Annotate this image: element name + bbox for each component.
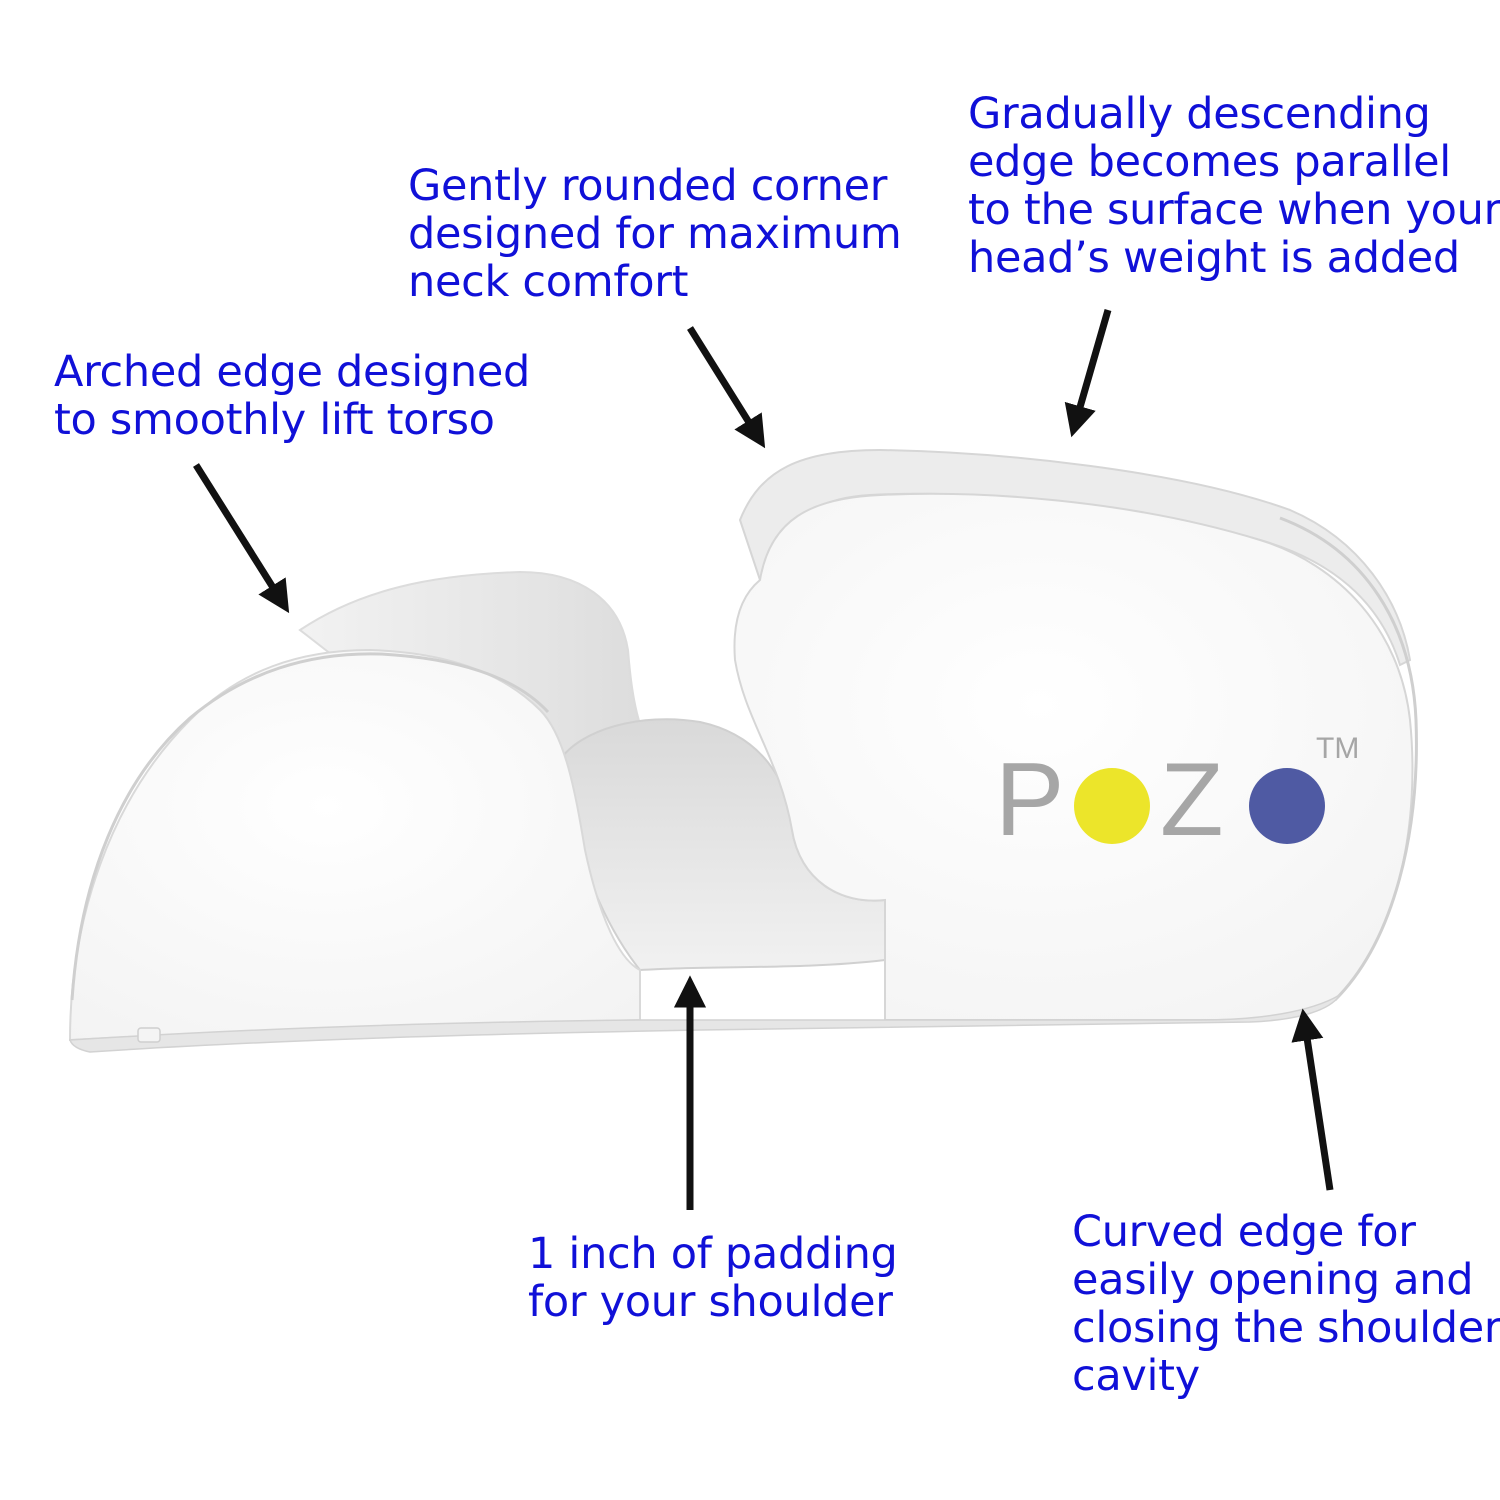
arrow-descending-edge (1064, 309, 1112, 438)
callout-curved-edge: Curved edge for easily opening and closi… (1072, 1208, 1500, 1400)
callout-line: closing the shoulder (1072, 1303, 1500, 1353)
callout-line: 1 inch of padding (528, 1229, 898, 1279)
callout-line: Curved edge for (1072, 1207, 1416, 1257)
arrows (193, 309, 1334, 1210)
callout-line: Gently rounded corner (408, 161, 888, 211)
callout-line: cavity (1072, 1351, 1200, 1401)
callout-line: head’s weight is added (968, 233, 1460, 283)
pillow-base (68, 994, 1341, 1053)
callout-line: for your shoulder (528, 1277, 893, 1327)
callout-line: neck comfort (408, 257, 689, 307)
callout-line: easily opening and (1072, 1255, 1474, 1305)
callout-neck-corner: Gently rounded corner designed for maxim… (408, 162, 902, 306)
arrow-arched-edge (193, 463, 290, 614)
logo-yellow-dot (1074, 768, 1150, 844)
logo-trademark: TM (1316, 732, 1359, 765)
pillow-right-piping (1279, 516, 1418, 1002)
arrow-curved-edge (1291, 1008, 1334, 1191)
pillow (68, 448, 1418, 1053)
callout-arched-edge: Arched edge designed to smoothly lift to… (54, 348, 530, 444)
logo-blue-dot (1249, 768, 1325, 844)
logo-letter-p: P (995, 742, 1064, 858)
callout-line: Gradually descending (968, 89, 1431, 139)
callout-line: designed for maximum (408, 209, 902, 259)
callout-line: Arched edge designed (54, 347, 531, 397)
pozo-logo: P Z TM (995, 732, 1359, 858)
callout-line: to the surface when your (968, 185, 1500, 235)
arrow-neck-corner (687, 326, 766, 449)
pillow-left-piping (70, 652, 550, 1001)
logo-letter-z: Z (1160, 742, 1224, 858)
callout-line: to smoothly lift torso (54, 395, 495, 445)
callout-line: edge becomes parallel (968, 137, 1451, 187)
zipper-pull (137, 1027, 161, 1043)
callout-descending-edge: Gradually descending edge becomes parall… (968, 90, 1500, 282)
callout-shoulder-padding: 1 inch of padding for your shoulder (528, 1230, 898, 1326)
